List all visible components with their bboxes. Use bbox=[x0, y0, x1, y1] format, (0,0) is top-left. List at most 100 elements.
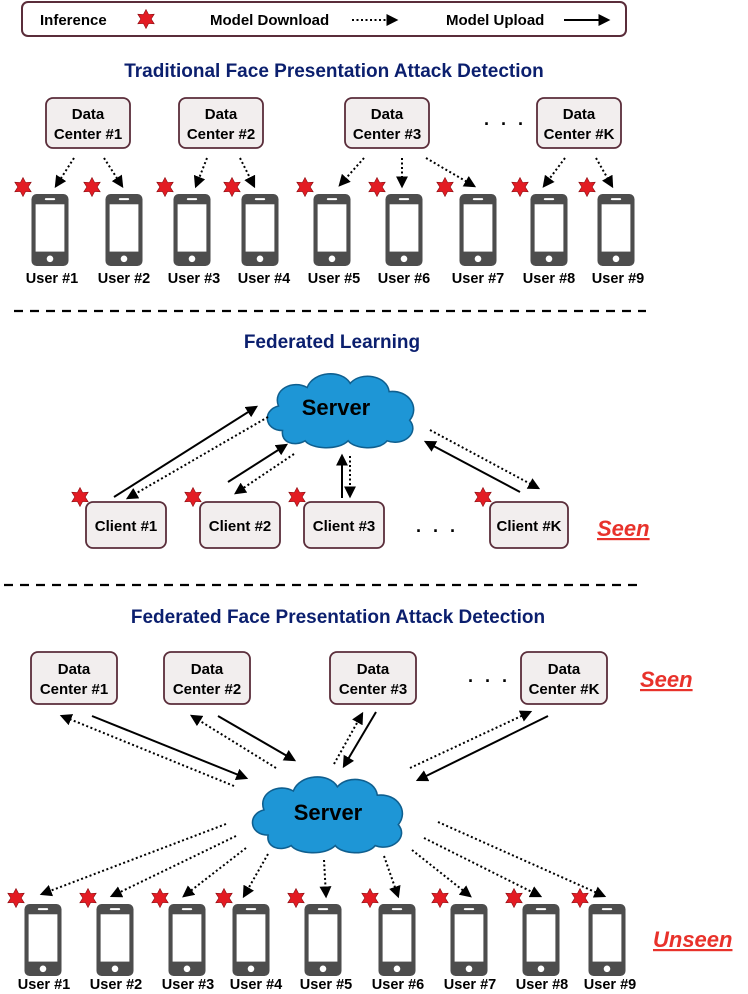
inference-star-icon bbox=[505, 888, 523, 908]
center-label-line2: Center #1 bbox=[54, 126, 122, 143]
inference-star-icon bbox=[156, 177, 174, 197]
smartphone-icon bbox=[105, 194, 143, 266]
smartphone-icon bbox=[232, 904, 270, 976]
center-label-line1: Data bbox=[563, 106, 596, 123]
inference-star-icon bbox=[184, 487, 202, 507]
inference-star-icon bbox=[571, 888, 589, 908]
center-label-line1: Data bbox=[205, 106, 238, 123]
user-label: User #8 bbox=[523, 271, 575, 287]
download-arrow bbox=[182, 847, 247, 898]
data-center-box: Data Center #3 bbox=[344, 97, 430, 149]
user-label: User #5 bbox=[308, 271, 360, 287]
federated-fpad-title: Federated Face Presentation Attack Detec… bbox=[131, 607, 545, 628]
traditional-title: Traditional Face Presentation Attack Det… bbox=[124, 61, 544, 82]
user-device: User #5 bbox=[287, 888, 352, 993]
legend-box bbox=[21, 1, 627, 37]
center-label-line1: Data bbox=[357, 661, 390, 678]
smartphone-icon bbox=[24, 904, 62, 976]
clients-ellipsis: · · · bbox=[416, 521, 459, 541]
smartphone-icon bbox=[385, 194, 423, 266]
inference-star-icon bbox=[368, 177, 386, 197]
inference-star-icon bbox=[215, 888, 233, 908]
traditional-centers: Data Center #1 Data Center #2 Data Cente… bbox=[45, 97, 622, 149]
center-label-line2: Center #K bbox=[529, 681, 600, 698]
user-device: User #6 bbox=[368, 177, 430, 287]
user-device: User #8 bbox=[511, 177, 575, 287]
smartphone-icon bbox=[522, 904, 560, 976]
center-label-line2: Center #1 bbox=[40, 681, 108, 698]
inference-star-icon bbox=[296, 177, 314, 197]
user-device: User #2 bbox=[83, 177, 150, 287]
inference-star-icon bbox=[151, 888, 169, 908]
user-label: User #2 bbox=[98, 271, 150, 287]
fl-clients: Client #1 Client #2 Client #3 · · · Clie… bbox=[71, 487, 569, 549]
smartphone-icon bbox=[530, 194, 568, 266]
center-label-line1: Data bbox=[58, 661, 91, 678]
fl-server: Server bbox=[266, 372, 415, 449]
download-arrow bbox=[239, 157, 256, 189]
smartphone-icon bbox=[450, 904, 488, 976]
user-device: User #7 bbox=[431, 888, 496, 993]
center-label-line1: Data bbox=[548, 661, 581, 678]
smartphone-icon bbox=[588, 904, 626, 976]
user-label: User #2 bbox=[90, 977, 142, 993]
download-arrow bbox=[242, 853, 269, 899]
user-device: User #4 bbox=[215, 888, 282, 993]
smartphone-icon bbox=[459, 194, 497, 266]
fpad-users: User #1 User #2 User #3 User #4 User #5 … bbox=[7, 888, 636, 993]
inference-star-icon bbox=[578, 177, 596, 197]
download-arrow bbox=[595, 157, 614, 189]
fl-arrows bbox=[113, 405, 541, 500]
client-label: Client #1 bbox=[95, 518, 158, 535]
seen-tag: Seen bbox=[640, 667, 693, 692]
download-arrow bbox=[429, 429, 541, 490]
center-label-line2: Center #3 bbox=[339, 681, 407, 698]
user-label: User #3 bbox=[162, 977, 214, 993]
smartphone-icon bbox=[31, 194, 69, 266]
client-box: Client #2 bbox=[199, 501, 281, 549]
inference-star-icon bbox=[361, 888, 379, 908]
smartphone-icon bbox=[313, 194, 351, 266]
inference-star-icon bbox=[83, 177, 101, 197]
client-box: Client #3 bbox=[303, 501, 385, 549]
inference-star-icon bbox=[71, 487, 89, 507]
download-arrow bbox=[542, 157, 566, 188]
download-arrow bbox=[59, 714, 235, 787]
data-center-box: Data Center #2 bbox=[163, 651, 251, 705]
download-arrow bbox=[193, 157, 208, 189]
download-arrow bbox=[333, 711, 364, 765]
download-arrow bbox=[423, 837, 543, 898]
download-arrow bbox=[338, 157, 365, 187]
data-center-box: Data Center #3 bbox=[329, 651, 417, 705]
data-center-box: Data Center #1 bbox=[30, 651, 118, 705]
download-arrow bbox=[411, 849, 472, 898]
user-label: User #9 bbox=[584, 977, 636, 993]
smartphone-icon bbox=[168, 904, 206, 976]
download-arrow bbox=[234, 453, 295, 495]
user-device: User #5 bbox=[296, 177, 360, 287]
fpad-centers: Data Center #1 Data Center #2 Data Cente… bbox=[30, 651, 608, 705]
centers-ellipsis: · · · bbox=[484, 114, 527, 134]
smartphone-icon bbox=[378, 904, 416, 976]
center-label-line2: Center #3 bbox=[353, 126, 421, 143]
client-box: Client #1 bbox=[85, 501, 167, 549]
legend-download-label: Model Download bbox=[210, 12, 329, 29]
client-label: Client #2 bbox=[209, 518, 272, 535]
center-label-line2: Center #2 bbox=[187, 126, 255, 143]
inference-star-icon bbox=[287, 888, 305, 908]
legend: Inference Model Download Model Upload bbox=[21, 1, 627, 37]
center-label-line1: Data bbox=[371, 106, 404, 123]
user-device: User #6 bbox=[361, 888, 424, 993]
smartphone-icon bbox=[597, 194, 635, 266]
legend-upload-label: Model Upload bbox=[446, 12, 544, 29]
user-device: User #3 bbox=[151, 888, 214, 993]
download-arrow bbox=[425, 157, 477, 188]
seen-tag: Seen bbox=[597, 516, 650, 541]
data-center-box: Data Center #2 bbox=[178, 97, 264, 149]
user-device: User #4 bbox=[223, 177, 290, 287]
traditional-users: User #1 User #2 User #3 User #4 User #5 … bbox=[14, 177, 644, 287]
upload-arrow bbox=[423, 440, 521, 493]
inference-star-icon bbox=[474, 487, 492, 507]
inference-star-icon bbox=[7, 888, 25, 908]
